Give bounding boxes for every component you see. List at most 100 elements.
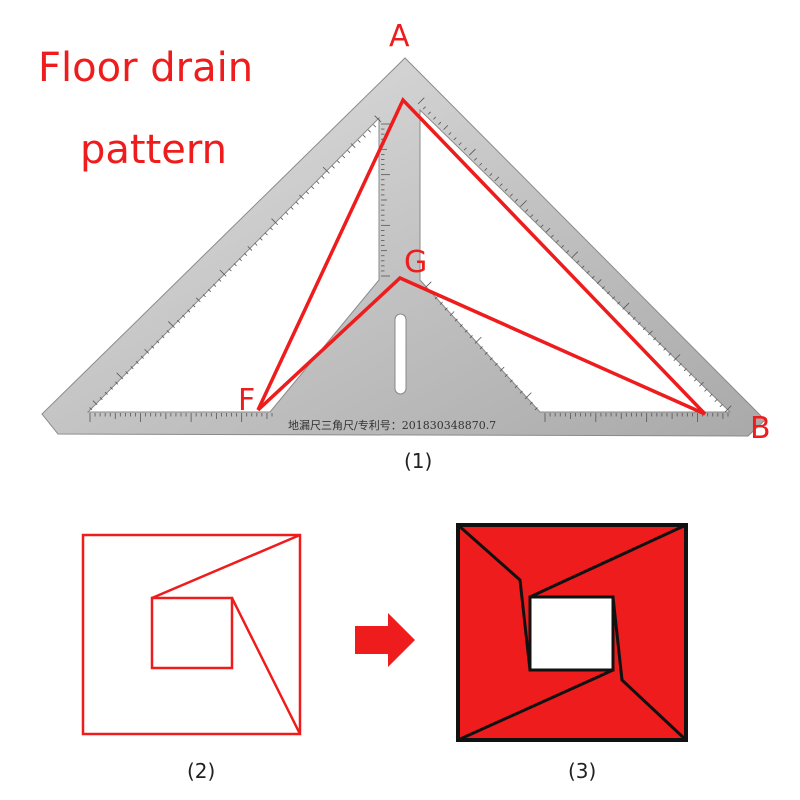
pinwheel-lines bbox=[457, 523, 688, 742]
ruler-tick bbox=[311, 186, 315, 190]
ruler-tick bbox=[642, 327, 646, 331]
ruler-tick bbox=[576, 260, 580, 264]
ruler-tick bbox=[469, 335, 473, 339]
ruler-tick bbox=[617, 301, 621, 305]
ruler-tick bbox=[484, 168, 488, 172]
ruler-tick bbox=[125, 371, 129, 375]
ruler-tick bbox=[704, 388, 708, 392]
ruler-tick bbox=[280, 216, 284, 220]
ruler-tick bbox=[464, 329, 468, 333]
ruler-tick bbox=[207, 288, 211, 292]
ruler-tick bbox=[213, 283, 217, 287]
figure-3-caption: (3) bbox=[568, 759, 596, 783]
ruler-tick bbox=[374, 115, 382, 123]
ruler-tick bbox=[550, 234, 554, 238]
ruler-tick bbox=[116, 372, 124, 380]
ruler-tick bbox=[458, 142, 462, 146]
ruler-tick bbox=[525, 209, 529, 213]
ruler-tick bbox=[596, 279, 602, 284]
ruler-tick bbox=[306, 191, 310, 195]
ruler-tick bbox=[362, 134, 366, 138]
ruler-tick bbox=[499, 366, 505, 372]
figure-1-caption: (1) bbox=[404, 449, 432, 473]
ruler-tick bbox=[228, 268, 232, 272]
ruler-tick bbox=[109, 386, 113, 390]
ruler-tick bbox=[555, 239, 559, 243]
ruler-tick bbox=[219, 269, 227, 277]
ruler-tick bbox=[663, 347, 667, 351]
ruler-tick bbox=[683, 368, 687, 372]
line-f-g-b bbox=[256, 275, 706, 416]
ruler-tick bbox=[694, 378, 698, 382]
ruler-tick bbox=[140, 355, 144, 359]
ruler-tick bbox=[104, 391, 108, 395]
ruler-tick bbox=[433, 116, 437, 120]
line-f-a-b bbox=[256, 96, 707, 416]
ruler-tick bbox=[350, 143, 356, 148]
ruler-tick bbox=[295, 201, 299, 205]
ruler-tick bbox=[299, 194, 304, 200]
ruler-tick bbox=[264, 232, 268, 236]
ruler-tick bbox=[454, 318, 458, 322]
ruler-tick-marks bbox=[89, 97, 732, 422]
ruler-tick bbox=[504, 373, 508, 378]
ruler-tick bbox=[427, 111, 431, 115]
ruler-tick bbox=[195, 297, 201, 303]
diagonal-line-top bbox=[151, 533, 301, 600]
ruler-tick bbox=[99, 396, 103, 400]
ruler-tick bbox=[688, 373, 692, 377]
ruler-tick bbox=[494, 362, 498, 366]
drain-pattern-lines bbox=[256, 96, 707, 416]
ruler-tick bbox=[520, 200, 527, 207]
ruler-tick bbox=[637, 322, 641, 326]
ruler-tick bbox=[535, 219, 539, 223]
ruler-tick bbox=[285, 211, 289, 215]
ruler-tick bbox=[719, 404, 723, 408]
ruler-tick bbox=[434, 296, 438, 300]
vertex-label-f: F bbox=[238, 383, 255, 418]
ruler-tick bbox=[524, 392, 532, 400]
ruler-tick bbox=[238, 258, 242, 262]
ruler-tick bbox=[449, 311, 455, 317]
ruler-tick bbox=[647, 330, 653, 336]
ruler-tick bbox=[607, 291, 611, 295]
ruler-tick bbox=[176, 319, 181, 323]
ruler-tick bbox=[342, 155, 346, 159]
ruler-tick bbox=[331, 165, 335, 169]
ruler-tick bbox=[316, 180, 320, 184]
ruler-tick bbox=[514, 385, 518, 389]
vertex-label-b: B bbox=[750, 411, 771, 446]
ruler-tick bbox=[166, 330, 170, 334]
ruler-tick bbox=[714, 399, 718, 403]
ruler-tick bbox=[474, 336, 482, 344]
ruler-tick bbox=[632, 316, 636, 320]
ruler-tick bbox=[622, 302, 630, 310]
ruler-tick bbox=[627, 311, 631, 315]
ruler-tick bbox=[494, 176, 500, 182]
ruler-tick bbox=[192, 304, 196, 308]
figure-2 bbox=[81, 533, 302, 736]
ruler-tick bbox=[534, 407, 538, 411]
ruler-tick bbox=[271, 218, 279, 226]
ruler-tick bbox=[668, 352, 672, 356]
ruler-tick bbox=[673, 354, 681, 361]
ruler-tick bbox=[182, 314, 186, 318]
ruler-engraving: 地漏尺三角尺/专利号：201830348870.7 bbox=[288, 418, 496, 432]
ruler-tick bbox=[459, 324, 463, 328]
pinwheel-line-right bbox=[611, 596, 688, 742]
ruler-tick bbox=[504, 188, 508, 192]
ruler-tick bbox=[443, 125, 449, 130]
ruler-tick bbox=[479, 162, 483, 166]
figure-1: 地漏尺三角尺/专利号：201830348870.7 A G F B (1) bbox=[41, 19, 771, 473]
ruler-tick bbox=[269, 227, 273, 231]
ruler-tick bbox=[571, 251, 579, 259]
ruler-tick bbox=[489, 357, 493, 361]
ruler-tick bbox=[438, 121, 442, 125]
ruler-tick bbox=[560, 245, 564, 249]
ruler-tick bbox=[347, 150, 351, 154]
ruler-tick bbox=[135, 360, 139, 364]
pinwheel-line-bottom bbox=[457, 668, 614, 742]
ruler-tick bbox=[484, 351, 488, 355]
ruler-tick bbox=[529, 401, 533, 405]
ruler-tick bbox=[653, 337, 657, 341]
